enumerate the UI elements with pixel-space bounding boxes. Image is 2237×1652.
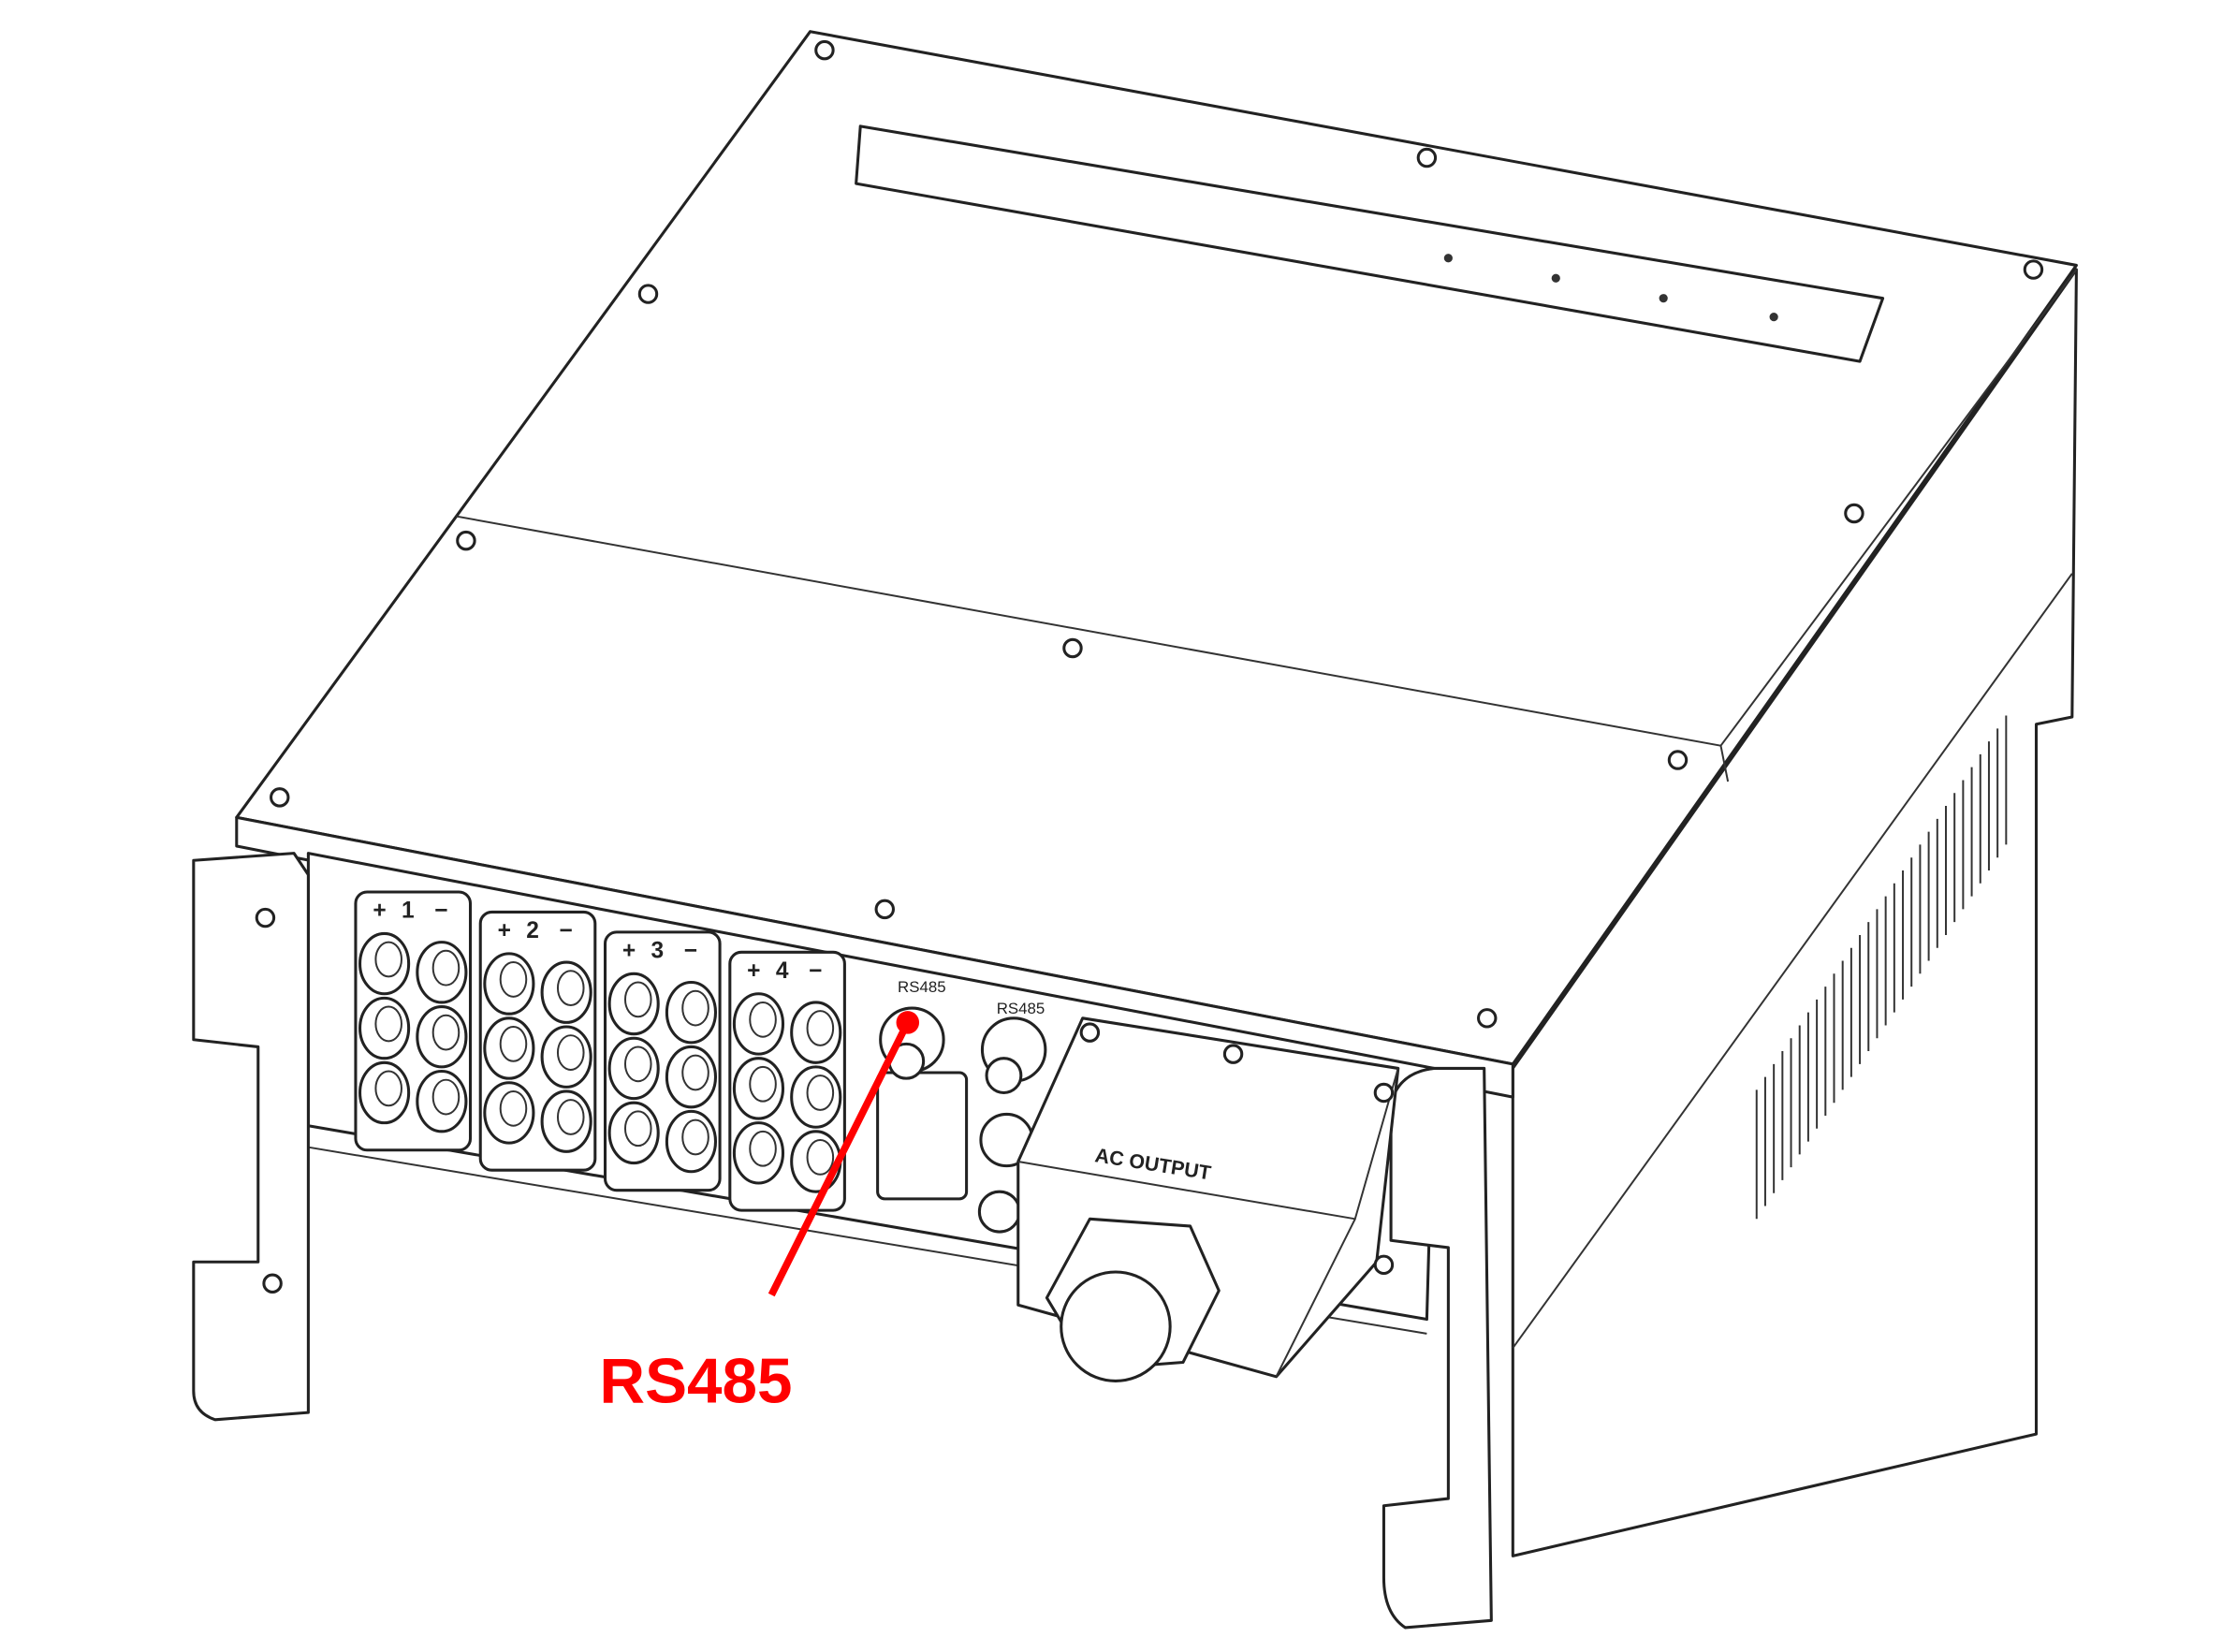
mc4-connector[interactable] (416, 1069, 468, 1133)
pv-input-group-1: +1− (354, 890, 473, 1152)
screw-icon (1373, 1082, 1395, 1104)
mc4-connector[interactable] (732, 992, 785, 1056)
screw-icon (456, 530, 476, 551)
mc4-connector[interactable] (416, 1005, 468, 1069)
display-panel (855, 124, 1885, 363)
pv-minus-label: − (560, 918, 573, 943)
mc4-connector[interactable] (790, 1130, 842, 1193)
rs485-port-1[interactable]: RS485 (876, 978, 969, 1201)
pv-input-group-2: +2− (478, 910, 597, 1172)
right-handle (1382, 1066, 1493, 1630)
mc4-connector[interactable] (540, 960, 592, 1024)
screw-icon (1079, 1022, 1101, 1043)
mc4-connector[interactable] (358, 931, 411, 996)
rs485-port-label: RS485 (997, 1000, 1045, 1017)
screw-icon (262, 1273, 283, 1294)
screw-icon (1667, 750, 1689, 770)
pv-plus-label: + (622, 938, 636, 963)
pv-number-label: 1 (402, 899, 415, 924)
screw-icon (1416, 147, 1438, 168)
screw-icon (1477, 1008, 1498, 1029)
rs485-port-label: RS485 (898, 978, 946, 996)
rs485-port-2[interactable]: RS485 (977, 1000, 1047, 1234)
mc4-connector[interactable] (358, 1060, 411, 1125)
mc4-connector[interactable] (483, 1016, 535, 1080)
screw-icon (270, 787, 290, 808)
pv-plus-label: + (498, 918, 511, 943)
pv-plus-label: + (747, 958, 760, 984)
mc4-connector[interactable] (607, 1036, 660, 1101)
screw-icon (1062, 637, 1083, 659)
mc4-connector[interactable] (607, 972, 660, 1036)
pv-input-group-3: +3− (603, 930, 722, 1192)
side-vents (1755, 715, 2008, 1220)
screws (255, 39, 2044, 1294)
ac-output-box: AC OUTPUT (1016, 1016, 1400, 1382)
mc4-connector[interactable] (540, 1025, 592, 1089)
mc4-connector[interactable] (732, 1121, 785, 1185)
mc4-connector[interactable] (483, 1081, 535, 1145)
pv-input-group-4: +4− (728, 950, 846, 1212)
callout-line (768, 1020, 912, 1297)
screw-icon (255, 907, 276, 928)
screw-icon (814, 39, 835, 61)
mc4-connector[interactable] (540, 1089, 592, 1153)
mc4-connector[interactable] (790, 1065, 842, 1129)
status-led-icons (1443, 254, 1778, 322)
mc4-connector[interactable] (358, 996, 411, 1060)
screw-icon (637, 284, 659, 304)
callout-dot (896, 1011, 920, 1034)
left-handle (192, 852, 310, 1422)
pv-minus-label: − (434, 899, 447, 924)
pv-number-label: 2 (526, 918, 539, 943)
screw-icon (874, 899, 896, 920)
screw-icon (1373, 1254, 1395, 1276)
mc4-connector[interactable] (607, 1101, 660, 1165)
mc4-connector[interactable] (665, 1045, 718, 1109)
pv-input-groups: +1−+2−+3−+4− (354, 890, 846, 1212)
pv-number-label: 4 (776, 958, 789, 984)
mc4-connector[interactable] (416, 941, 468, 1004)
mc4-connector[interactable] (665, 980, 718, 1045)
pv-minus-label: − (684, 938, 697, 963)
screw-icon (2023, 259, 2044, 280)
pv-plus-label: + (373, 899, 386, 924)
screw-icon (1844, 503, 1864, 524)
mc4-connector[interactable] (732, 1057, 785, 1120)
mc4-connector[interactable] (790, 1001, 842, 1064)
screw-icon (1222, 1044, 1244, 1064)
mc4-connector[interactable] (483, 952, 535, 1016)
pv-number-label: 3 (651, 938, 665, 963)
rs485-callout-label: RS485 (599, 1346, 792, 1416)
mc4-connector[interactable] (665, 1109, 718, 1174)
pv-minus-label: − (809, 958, 822, 984)
